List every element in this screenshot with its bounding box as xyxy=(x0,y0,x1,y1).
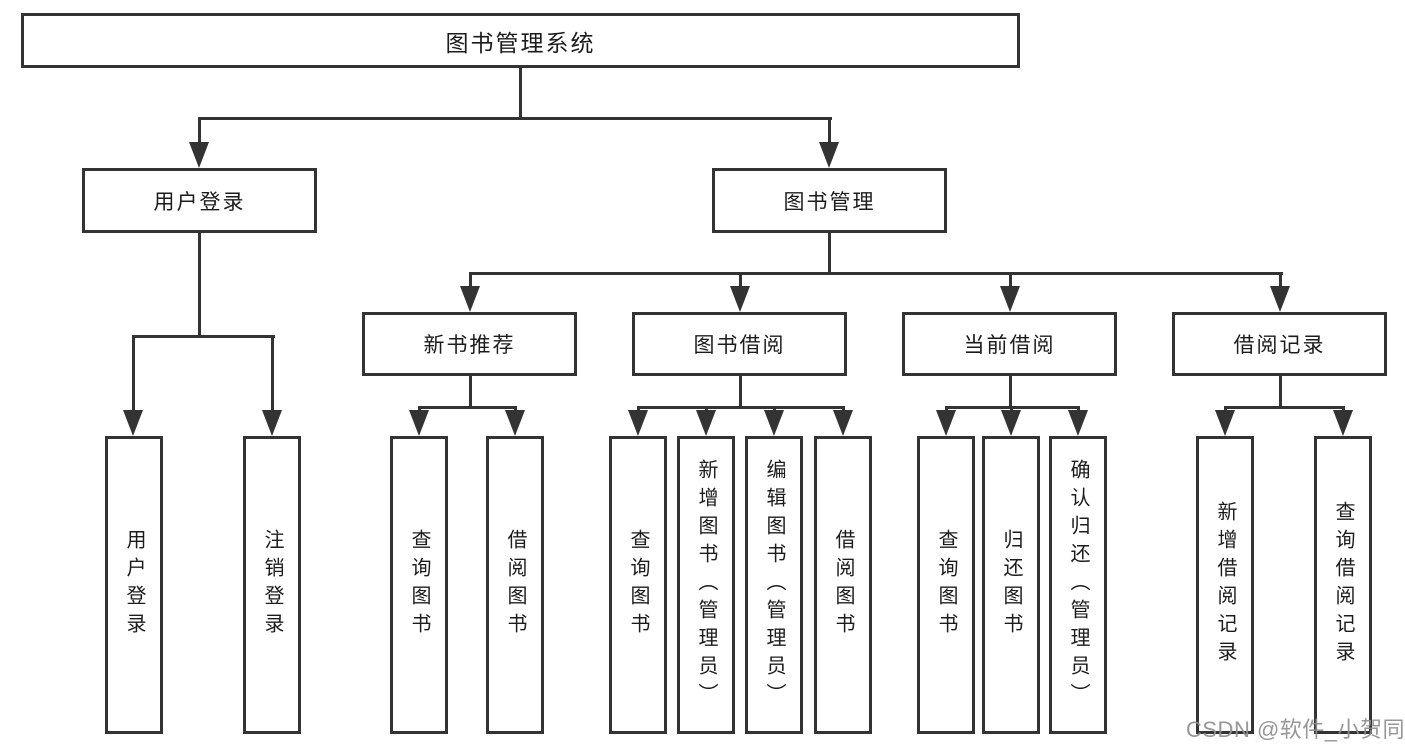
edge-stem xyxy=(468,376,472,406)
node-book-management-label: 图书管理 xyxy=(783,190,876,214)
arrow-down-icon xyxy=(730,286,750,312)
edge-leaf-rail xyxy=(417,406,517,409)
node-book-borrow-label: 图书借阅 xyxy=(693,334,786,357)
edge-userlogin-rail xyxy=(131,335,275,338)
node-book-borrow: 图书借阅 xyxy=(632,312,847,376)
node-new-book-recommend: 新书推荐 xyxy=(362,312,577,376)
arrow-down-icon xyxy=(1215,410,1235,436)
leaf-label: 编辑图书（管理员） xyxy=(763,459,785,711)
arrow-down-icon xyxy=(409,410,429,436)
leaf-label: 查询图书 xyxy=(627,529,649,641)
node-borrow-record: 借阅记录 xyxy=(1172,312,1387,376)
leaf-query-borrow-record: 查询借阅记录 xyxy=(1314,436,1372,734)
edge-shaft xyxy=(1278,272,1282,288)
edge-root-stem xyxy=(519,68,522,117)
leaf-query-book-borrow: 查询图书 xyxy=(609,436,667,734)
leaf-query-book-recommend: 查询图书 xyxy=(390,436,448,734)
csdn-watermark: CSDN @软件_小贺同学 xyxy=(1186,717,1405,742)
leaf-label: 归还图书 xyxy=(1000,529,1022,641)
node-user-login-label: 用户登录 xyxy=(153,190,246,214)
arrow-down-icon xyxy=(1000,286,1020,312)
edge-stem xyxy=(1008,376,1012,406)
edge-level2-rail xyxy=(468,272,1283,275)
arrow-down-icon xyxy=(1068,410,1088,436)
arrow-down-icon xyxy=(628,410,648,436)
leaf-label: 借阅图书 xyxy=(832,529,854,641)
leaf-user-login: 用户登录 xyxy=(105,436,163,734)
leaf-label: 注销登录 xyxy=(261,529,283,641)
edge-shaft xyxy=(197,117,201,145)
arrow-down-icon xyxy=(1333,410,1353,436)
node-new-book-recommend-label: 新书推荐 xyxy=(423,334,516,357)
arrow-down-icon xyxy=(505,410,525,436)
arrow-down-icon xyxy=(764,410,784,436)
leaf-label: 新增借阅记录 xyxy=(1214,501,1236,669)
edge-level1-rail xyxy=(197,117,832,120)
leaf-label: 查询图书 xyxy=(408,529,430,641)
edge-shaft xyxy=(131,335,135,413)
arrow-down-icon xyxy=(819,142,839,168)
arrow-down-icon xyxy=(936,410,956,436)
leaf-borrow-book: 借阅图书 xyxy=(814,436,872,734)
leaf-confirm-return-admin: 确认归还（管理员） xyxy=(1049,436,1107,734)
edge-shaft xyxy=(1008,272,1012,288)
leaf-query-book-current: 查询图书 xyxy=(917,436,975,734)
arrow-down-icon xyxy=(262,410,282,436)
node-book-management: 图书管理 xyxy=(712,168,947,233)
node-user-login: 用户登录 xyxy=(82,168,317,233)
leaf-return-book: 归还图书 xyxy=(982,436,1040,734)
leaf-add-borrow-record: 新增借阅记录 xyxy=(1196,436,1254,734)
leaf-add-book-admin: 新增图书（管理员） xyxy=(677,436,735,734)
leaf-borrow-book-recommend: 借阅图书 xyxy=(486,436,544,734)
leaf-label: 新增图书（管理员） xyxy=(695,459,717,711)
edge-shaft xyxy=(738,272,742,288)
edge-stem xyxy=(738,376,742,406)
edge-userlogin-stem xyxy=(197,233,201,335)
edge-leaf-rail xyxy=(636,406,845,409)
edge-leaf-rail xyxy=(1223,406,1345,409)
edge-shaft xyxy=(827,117,831,145)
edge-stem xyxy=(1278,376,1282,406)
edge-mgmt-stem xyxy=(827,233,831,273)
edge-shaft xyxy=(468,272,472,288)
node-current-borrow-label: 当前借阅 xyxy=(963,334,1056,357)
leaf-label: 用户登录 xyxy=(123,529,145,641)
leaf-label: 确认归还（管理员） xyxy=(1067,459,1089,711)
node-root: 图书管理系统 xyxy=(21,13,1020,68)
arrow-down-icon xyxy=(696,410,716,436)
leaf-label: 借阅图书 xyxy=(504,529,526,641)
arrow-down-icon xyxy=(833,410,853,436)
node-borrow-record-label: 借阅记录 xyxy=(1233,334,1326,357)
node-current-borrow: 当前借阅 xyxy=(902,312,1117,376)
arrow-down-icon xyxy=(1270,286,1290,312)
leaf-logout-login: 注销登录 xyxy=(243,436,301,734)
arrow-down-icon xyxy=(123,410,143,436)
leaf-label: 查询借阅记录 xyxy=(1332,501,1354,669)
leaf-label: 查询图书 xyxy=(935,529,957,641)
leaf-edit-book-admin: 编辑图书（管理员） xyxy=(745,436,803,734)
arrow-down-icon xyxy=(460,286,480,312)
arrow-down-icon xyxy=(1001,410,1021,436)
arrow-down-icon xyxy=(189,142,209,168)
node-root-label: 图书管理系统 xyxy=(445,29,596,56)
edge-shaft xyxy=(270,335,274,413)
